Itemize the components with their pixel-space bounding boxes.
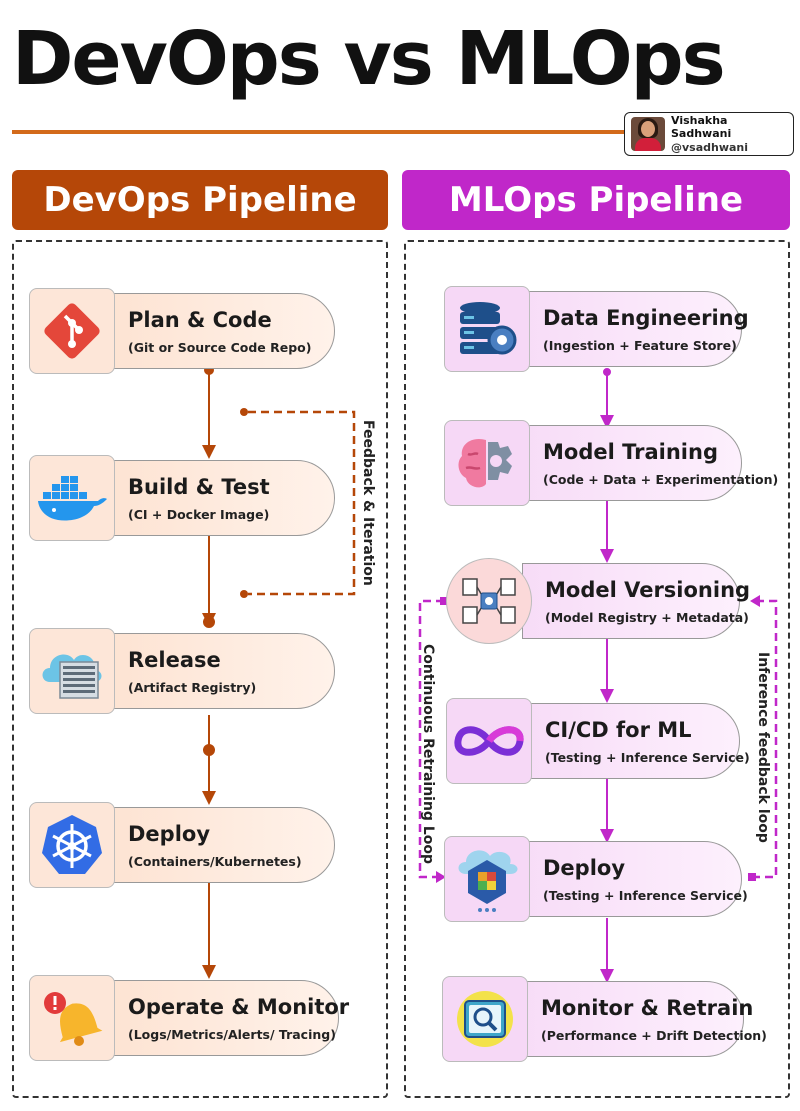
stage-subtitle: (Git or Source Code Repo): [128, 339, 312, 355]
registry-network-icon: [446, 558, 532, 644]
stage-title: CI/CD for ML: [545, 718, 692, 743]
devops-stage-deploy: Deploy (Containers/Kubernetes): [29, 802, 335, 888]
devops-stage-plan: Plan & Code (Git or Source Code Repo): [29, 288, 335, 374]
devops-loop-label: Feedback & Iteration: [360, 420, 376, 586]
mlops-right-loop-label: Inference feedback loop: [755, 652, 771, 843]
mlops-stage-cicd: CI/CD for ML (Testing + Inference Servic…: [446, 698, 750, 784]
devops-panel: [12, 240, 388, 1098]
devops-header: DevOps Pipeline: [12, 170, 388, 230]
kubernetes-icon: [29, 802, 115, 888]
mlops-panel: [404, 240, 790, 1098]
infinity-icon: [446, 698, 532, 784]
stage-subtitle: (CI + Docker Image): [128, 506, 270, 522]
stage-title: Model Versioning: [545, 578, 751, 603]
stage-subtitle: (Performance + Drift Detection): [541, 1027, 767, 1043]
database-gear-icon: [444, 286, 530, 372]
monitor-search-icon: [442, 976, 528, 1062]
stage-title: Plan & Code: [128, 308, 272, 333]
stage-subtitle: (Ingestion + Feature Store): [543, 337, 737, 353]
stage-title: Monitor & Retrain: [541, 996, 754, 1021]
devops-stage-release: Release (Artifact Registry): [29, 628, 335, 714]
mlops-header: MLOps Pipeline: [402, 170, 790, 230]
stage-subtitle: (Testing + Inference Service): [545, 749, 750, 765]
mlops-stage-monitor-retrain: Monitor & Retrain (Performance + Drift D…: [442, 976, 767, 1062]
stage-subtitle: (Logs/Metrics/Alerts/ Tracing): [128, 1026, 336, 1042]
devops-stage-operate: Operate & Monitor (Logs/Metrics/Alerts/ …: [29, 975, 350, 1061]
docker-whale-icon: [29, 455, 115, 541]
author-handle: @vsadhwani: [671, 140, 749, 154]
mlops-stage-model-training: Model Training (Code + Data + Experiment…: [444, 420, 779, 506]
stage-title: Deploy: [128, 822, 211, 847]
stage-subtitle: (Artifact Registry): [128, 679, 257, 695]
devops-stage-build: Build & Test (CI + Docker Image): [29, 455, 335, 541]
mlops-stage-deploy: Deploy (Testing + Inference Service): [444, 836, 748, 922]
stage-title: Model Training: [543, 440, 718, 465]
mlops-stage-model-versioning: Model Versioning (Model Registry + Metad…: [446, 558, 751, 644]
cloud-server-icon: [29, 628, 115, 714]
author-name: Vishakha Sadhwani: [671, 114, 732, 141]
page-title: DevOps vs MLOps: [12, 16, 726, 102]
stage-title: Deploy: [543, 856, 626, 881]
stage-title: Build & Test: [128, 475, 270, 500]
stage-title: Data Engineering: [543, 306, 749, 331]
git-icon: [29, 288, 115, 374]
stage-subtitle: (Testing + Inference Service): [543, 887, 748, 903]
avatar: [631, 117, 665, 151]
title-underline: [12, 130, 624, 134]
alert-bell-icon: [29, 975, 115, 1061]
brain-gear-icon: [444, 420, 530, 506]
stage-subtitle: (Code + Data + Experimentation): [543, 471, 779, 487]
stage-subtitle: (Model Registry + Metadata): [545, 609, 749, 625]
cloud-cubes-icon: [444, 836, 530, 922]
mlops-stage-data-engineering: Data Engineering (Ingestion + Feature St…: [444, 286, 749, 372]
author-badge: Vishakha Sadhwani @vsadhwani: [624, 112, 794, 156]
mlops-left-loop-label: Continuous Retraining Loop: [420, 644, 436, 865]
stage-subtitle: (Containers/Kubernetes): [128, 853, 302, 869]
stage-title: Release: [128, 648, 221, 673]
stage-title: Operate & Monitor: [128, 995, 350, 1020]
